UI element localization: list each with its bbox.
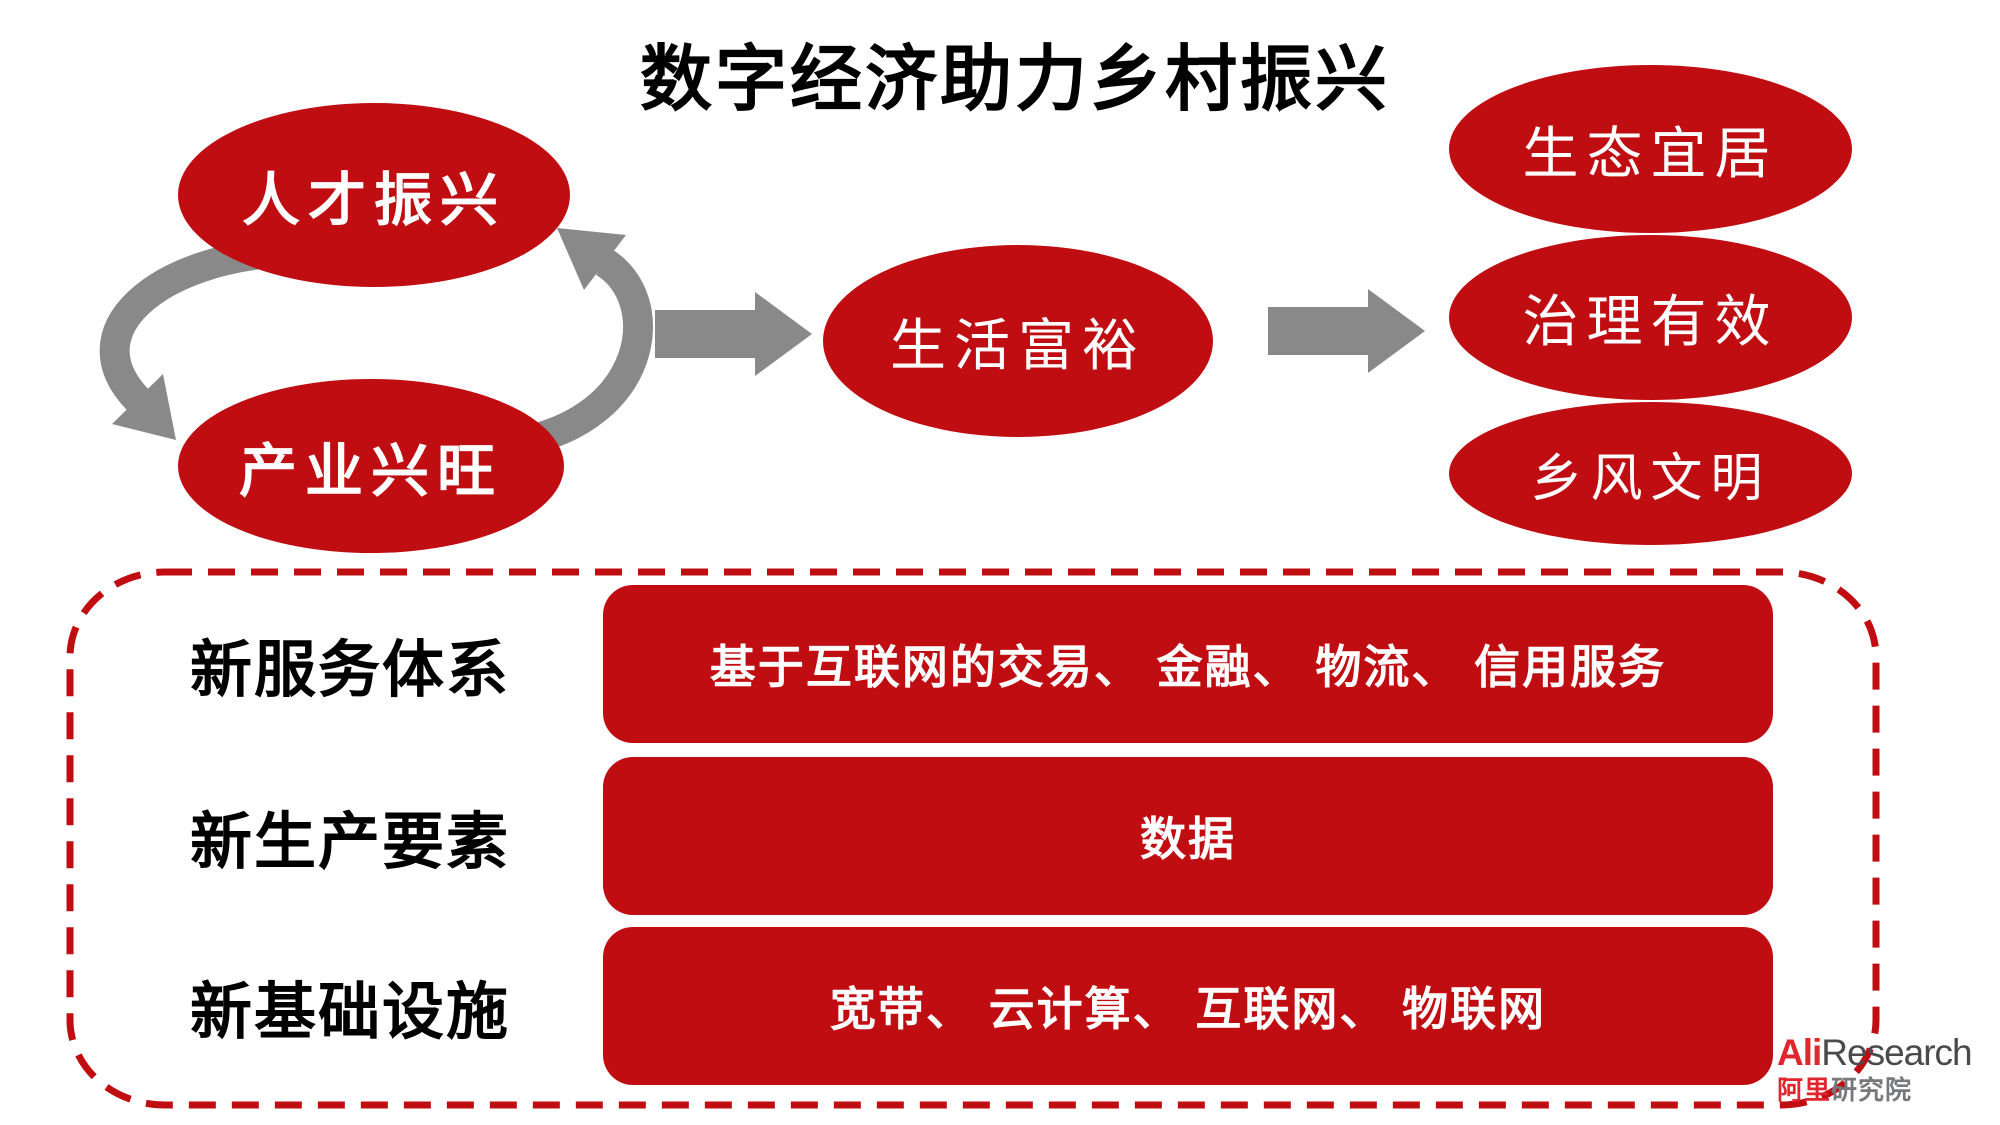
- row-label-new-service-system: 新服务体系: [189, 636, 510, 705]
- ellipse-label: 人才振兴: [241, 168, 506, 233]
- logo-ali-text: Ali: [1777, 1032, 1822, 1073]
- logo-cn-gray-text: 研究院: [1831, 1075, 1913, 1105]
- row-label-new-infrastructure: 新基础设施: [189, 978, 510, 1047]
- bar-new-production-factor: 数据: [603, 757, 1773, 915]
- ellipse-ecological-livability: 生态宜居: [1449, 65, 1852, 233]
- logo-cn-red-text: 阿里: [1777, 1075, 1832, 1105]
- ellipse-affluent-life: 生活富裕: [823, 245, 1213, 437]
- ellipse-talent-revitalization: 人才振兴: [178, 103, 570, 287]
- slide-title: 数字经济助力乡村振兴: [639, 40, 1390, 120]
- bar-new-service-system: 基于互联网的交易、 金融、 物流、 信用服务: [603, 585, 1773, 743]
- row-label-new-production-factor: 新生产要素: [189, 808, 510, 877]
- logo-research-text: Research: [1821, 1032, 1972, 1073]
- dashed-frame: [66, 568, 1880, 1109]
- arrow-right-icon: [655, 292, 812, 376]
- bar-text: 基于互联网的交易、 金融、 物流、 信用服务: [709, 641, 1667, 693]
- ellipse-label: 产业兴旺: [238, 439, 503, 504]
- arrow-right-icon: [1268, 289, 1425, 373]
- ellipse-label: 生态宜居: [1522, 123, 1779, 186]
- ellipse-label: 乡风文明: [1530, 451, 1771, 508]
- bar-text: 数据: [1140, 813, 1236, 865]
- bar-new-infrastructure: 宽带、 云计算、 互联网、 物联网: [603, 927, 1773, 1085]
- ellipse-label: 生活富裕: [890, 315, 1146, 378]
- ellipse-label: 治理有效: [1522, 292, 1779, 354]
- ellipse-civilized-rural-culture: 乡风文明: [1449, 402, 1852, 545]
- ellipse-effective-governance: 治理有效: [1449, 235, 1852, 400]
- cycle-arrow-right: [516, 228, 653, 457]
- aliresearch-chinese: 阿里研究院: [1777, 1077, 1972, 1103]
- ellipse-industry-prosperity: 产业兴旺: [178, 379, 564, 553]
- aliresearch-wordmark: AliResearch: [1777, 1032, 1973, 1073]
- bar-text: 宽带、 云计算、 互联网、 物联网: [829, 983, 1547, 1035]
- aliresearch-logo: AliResearch 阿里研究院: [1777, 1032, 1973, 1103]
